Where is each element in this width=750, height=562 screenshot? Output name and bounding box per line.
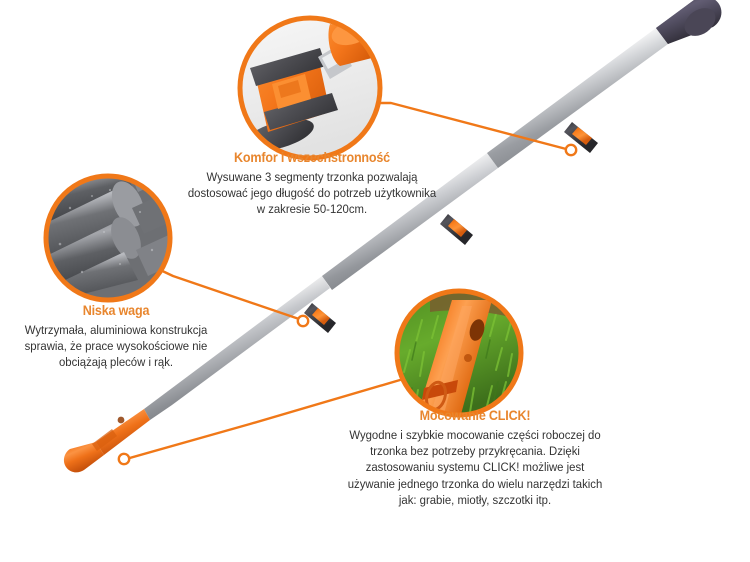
pole-segment-middle <box>322 153 498 290</box>
pole-segment-upper <box>487 28 668 168</box>
leader-line-comfort <box>364 101 572 152</box>
tip-slot <box>92 429 117 451</box>
click-tip <box>63 409 150 473</box>
anchor-ring-weight <box>296 314 310 328</box>
lock-collar-upper <box>564 122 598 153</box>
callout-photo-weight[interactable] <box>34 146 196 303</box>
lock-collar-lower <box>304 303 336 333</box>
pole-assembly <box>63 0 722 473</box>
callout-ring-click <box>394 288 524 418</box>
callout-text-comfort: Komfor i wszechstronność Wysuwane 3 segm… <box>178 150 446 218</box>
handle-grip <box>656 0 722 44</box>
callout-body-click: Wygodne i szybkie mocowanie części roboc… <box>347 427 603 507</box>
callout-title-weight: Niska waga <box>82 303 150 318</box>
callout-body-weight: Wytrzymała, aluminiowa konstrukcja spraw… <box>24 322 208 370</box>
callout-ring-comfort <box>237 15 383 161</box>
callout-text-click: Mocowanie CLICK! Wygodne i szybkie mocow… <box>332 408 618 508</box>
anchor-ring-click <box>117 452 131 466</box>
callout-photo-click[interactable] <box>394 288 524 418</box>
callout-body-comfort: Wysuwane 3 segmenty trzonka pozwalają do… <box>187 169 437 217</box>
leader-line-click <box>124 378 402 461</box>
anchor-ring-comfort <box>564 143 578 157</box>
callout-ring-weight <box>43 173 173 303</box>
leader-anchors <box>117 143 578 466</box>
pole-segment-lower <box>144 276 330 420</box>
callout-title-comfort: Komfor i wszechstronność <box>233 150 390 165</box>
tip-rivet <box>117 416 125 424</box>
lock-collar-middle <box>440 214 473 245</box>
callout-title-click: Mocowanie CLICK! <box>419 408 531 423</box>
callout-photo-comfort[interactable] <box>237 14 383 161</box>
callout-text-weight: Niska waga Wytrzymała, aluminiowa konstr… <box>2 303 230 371</box>
